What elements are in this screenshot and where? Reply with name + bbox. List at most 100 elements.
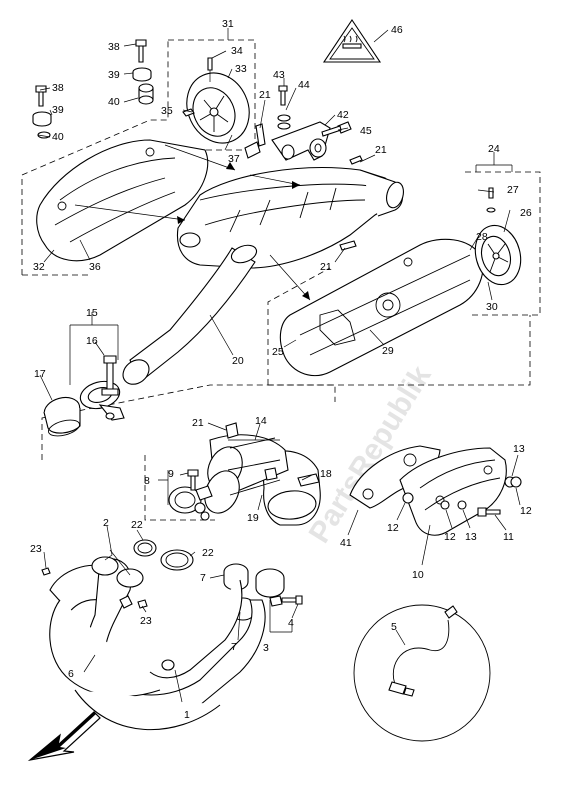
callout-40-left: 40 (52, 131, 64, 143)
callout-21-right: 21 (375, 144, 387, 156)
callout-20: 20 (232, 355, 244, 367)
washer-44 (277, 114, 291, 130)
callout-9: 9 (168, 468, 174, 480)
bolt-45 (321, 121, 352, 137)
clamp-15 (79, 380, 125, 421)
bracket-37 (244, 141, 261, 159)
screw-43 (278, 85, 288, 106)
callout-32: 32 (33, 261, 45, 273)
gasket-17 (43, 396, 81, 437)
collar-40-top (138, 83, 154, 105)
callout-42: 42 (337, 109, 349, 121)
callout-7-top: 7 (200, 572, 206, 584)
bolt-38-top (135, 39, 147, 63)
callout-38-left: 38 (52, 82, 64, 94)
callout-26: 26 (520, 207, 532, 219)
bolt-38-left (35, 85, 47, 107)
nut-23-bottom (137, 599, 148, 609)
callout-30: 30 (486, 301, 498, 313)
screw-27 (486, 187, 496, 213)
callout-23-top: 23 (30, 543, 42, 555)
callout-10: 10 (412, 569, 424, 581)
callout-labels: 31 34 33 35 37 38 39 40 38 39 40 32 36 2… (30, 18, 532, 721)
washers-12-13 (402, 476, 522, 510)
callout-34: 34 (231, 45, 243, 57)
callout-27: 27 (507, 184, 519, 196)
callout-41: 41 (340, 537, 352, 549)
callout-19: 19 (247, 512, 259, 524)
callout-21-top: 21 (259, 89, 271, 101)
bracket-21-b (349, 155, 363, 165)
callout-43: 43 (273, 69, 285, 81)
callout-38-top: 38 (108, 41, 120, 53)
callout-7-bottom: 7 (231, 641, 237, 653)
clamp-3 (255, 568, 285, 598)
gasket-22-left (133, 539, 157, 557)
callout-12-left: 12 (387, 522, 399, 534)
callout-12-mid: 12 (444, 531, 456, 543)
callout-39-left: 39 (52, 104, 64, 116)
exhaust-header-1 (49, 556, 266, 731)
screw-34 (207, 57, 213, 82)
callout-21-center: 21 (320, 261, 332, 273)
callout-11: 11 (503, 531, 514, 543)
callout-28: 28 (476, 231, 488, 243)
callout-4: 4 (288, 617, 294, 629)
callout-39-top: 39 (108, 69, 120, 81)
bolt-4 (269, 595, 303, 607)
warning-label-46 (322, 19, 382, 63)
joint-pipe-14 (204, 434, 321, 526)
callout-2: 2 (103, 517, 109, 529)
group-24-outline (267, 171, 541, 386)
callout-22-left: 22 (131, 519, 143, 531)
callout-6: 6 (68, 668, 74, 680)
callout-3: 3 (263, 642, 269, 654)
callout-22-right: 22 (202, 547, 214, 559)
callout-35: 35 (161, 105, 173, 117)
callout-5: 5 (391, 621, 397, 633)
bracket-21-c (339, 240, 357, 251)
front-direction-arrow-icon (27, 711, 101, 761)
callout-17: 17 (34, 368, 46, 380)
o2-sensor-inset (353, 604, 491, 742)
callout-40-top: 40 (108, 96, 120, 108)
callout-36: 36 (89, 261, 101, 273)
bracket-21-a (255, 123, 266, 147)
end-cap-26 (474, 224, 522, 286)
callout-45: 45 (360, 125, 372, 137)
callout-31: 31 (222, 18, 234, 30)
callout-29: 29 (382, 345, 394, 357)
callout-13-right: 13 (513, 443, 525, 455)
gasket-22-right (160, 549, 194, 571)
group-32-outline (21, 40, 169, 276)
nut-23-top (41, 567, 51, 576)
muffler-body (176, 167, 404, 269)
leader-lines (37, 28, 521, 703)
callout-23-bottom: 23 (140, 615, 152, 627)
end-cap-33 (182, 72, 250, 144)
group-middle-outline (41, 384, 336, 460)
callout-46: 46 (391, 24, 403, 36)
gasket-7-top (223, 563, 249, 591)
exhaust-pipe-20 (122, 244, 258, 385)
bracket-21-mid (225, 422, 239, 439)
callout-18: 18 (320, 468, 332, 480)
callout-25: 25 (272, 346, 284, 358)
heat-protector-25 (279, 238, 484, 377)
heat-protector-36 (36, 139, 209, 262)
bolt-16 (101, 355, 119, 396)
callout-13-mid: 13 (465, 531, 477, 543)
clamp-8 (168, 485, 213, 521)
callout-1: 1 (184, 709, 190, 721)
callout-33: 33 (235, 63, 247, 75)
group-8-outline (144, 455, 215, 521)
assembly-arrows (74, 144, 311, 301)
callout-37: 37 (228, 153, 240, 165)
callout-8: 8 (144, 475, 150, 487)
grommet-39-top (132, 67, 152, 82)
callout-44: 44 (298, 79, 310, 91)
bolt-9 (187, 469, 199, 491)
callout-21-mid: 21 (192, 417, 204, 429)
